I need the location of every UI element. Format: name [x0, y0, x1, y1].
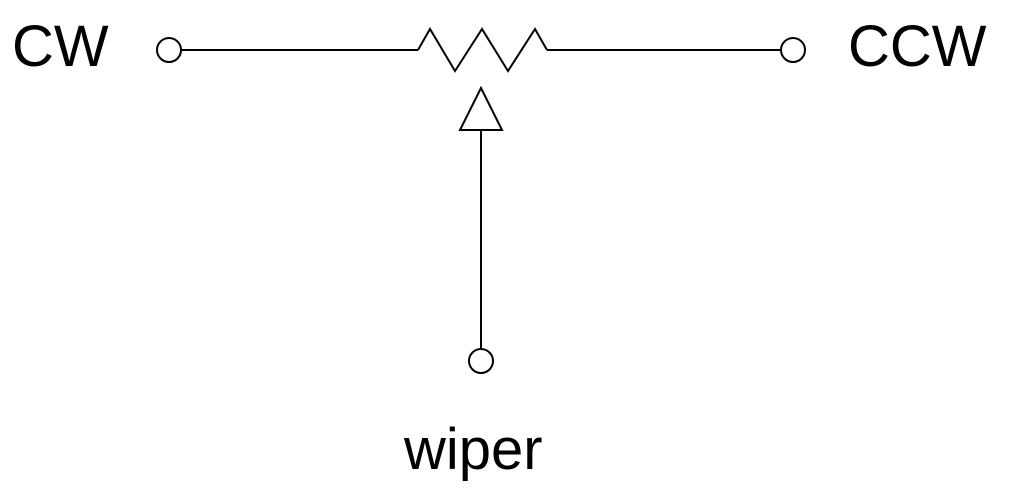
ccw-label: CCW: [848, 14, 987, 79]
ccw-terminal-circle: [780, 37, 806, 63]
cw-label: CW: [12, 14, 109, 79]
wiper-arrowhead: [458, 85, 504, 131]
wiper-label: wiper: [404, 417, 543, 482]
cw-terminal-circle: [156, 37, 182, 63]
resistor-zigzag: [417, 27, 548, 73]
wiper-terminal-circle: [468, 348, 494, 374]
